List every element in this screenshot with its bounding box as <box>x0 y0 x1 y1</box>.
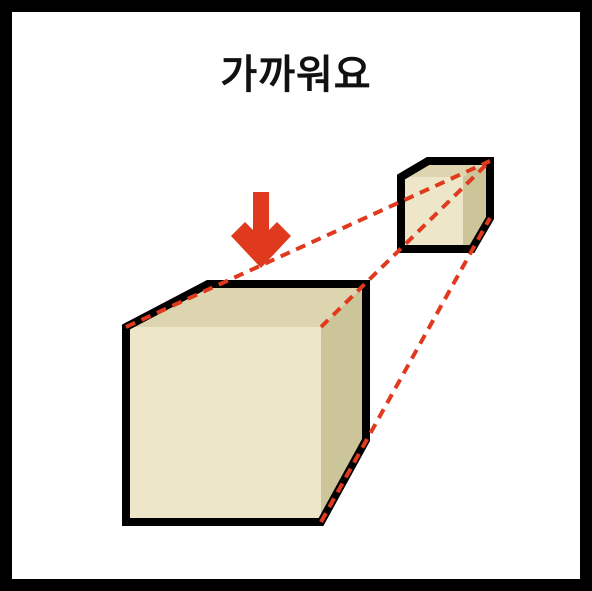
perspective-line-bottom <box>319 217 492 523</box>
big-cube <box>122 280 370 526</box>
perspective-lines <box>125 159 492 523</box>
page-title: 가까워요 <box>220 52 372 98</box>
big-cube-top-face <box>126 284 366 327</box>
perspective-line-middle <box>319 159 492 329</box>
big-cube-front-face <box>126 327 321 522</box>
big-cube-side-face <box>321 284 366 522</box>
down-arrow-icon <box>231 192 291 268</box>
